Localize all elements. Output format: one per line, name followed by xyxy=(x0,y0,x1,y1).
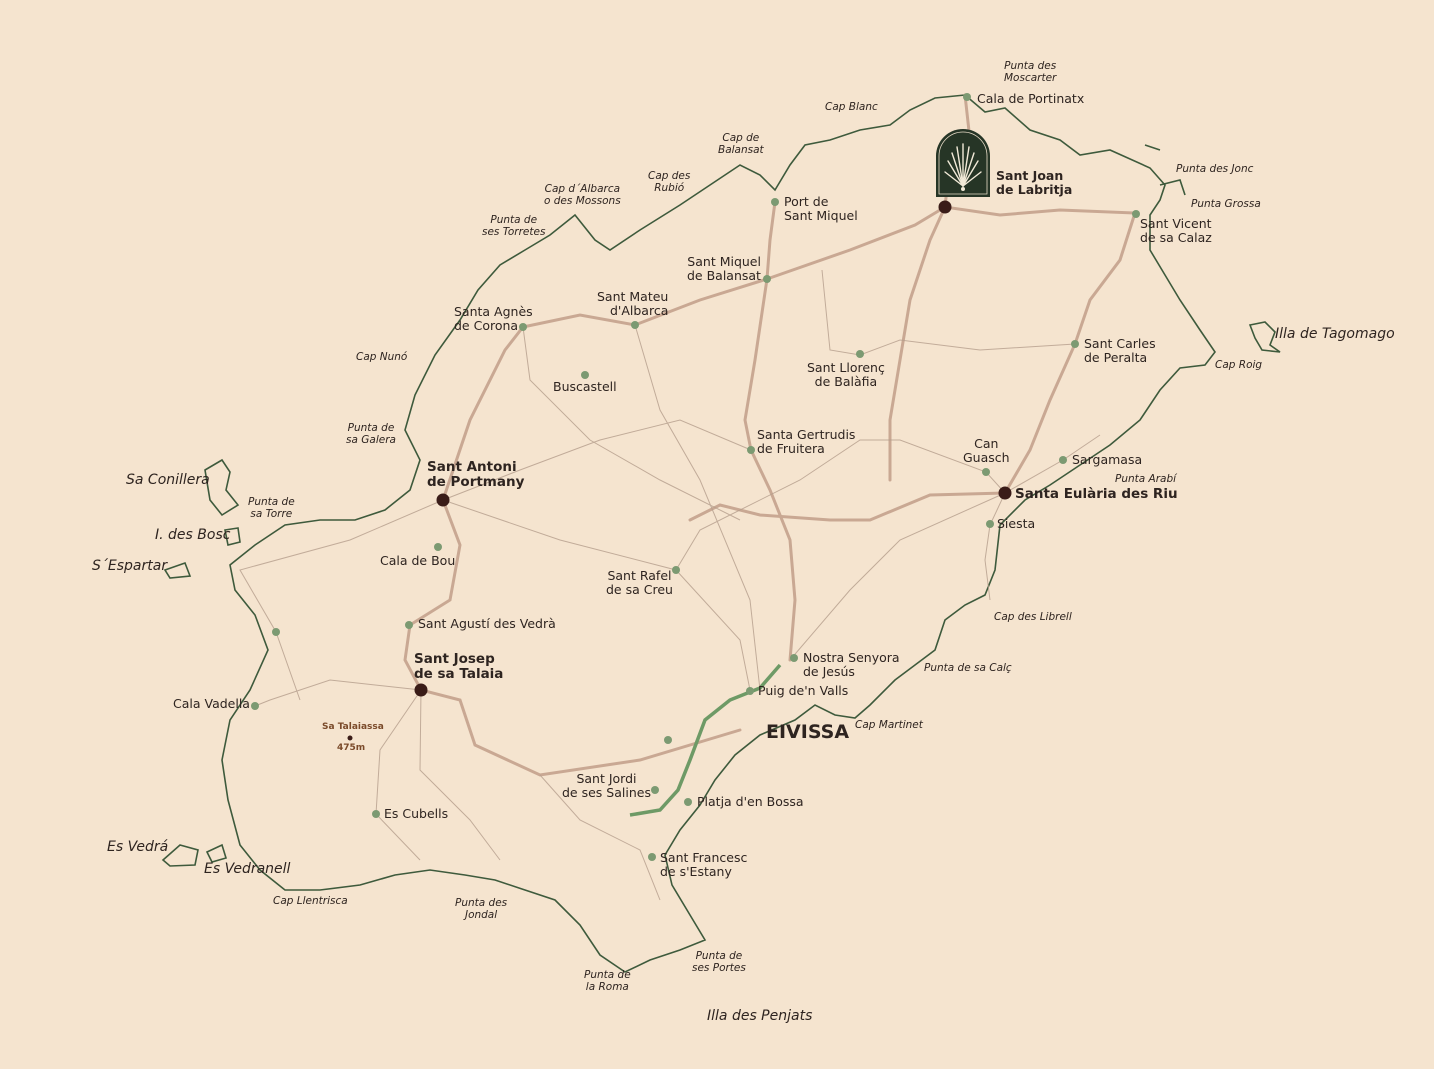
village-label: Sant Mateu d'Albarca xyxy=(597,289,669,318)
town-santa-eularia: Santa Eulària des Riu xyxy=(1015,486,1178,502)
village-label: Santa Agnès de Corona xyxy=(454,304,533,333)
cape-label: Punta de la Roma xyxy=(584,969,631,993)
cape-label: Cap Nunó xyxy=(356,351,408,363)
cape-label: Punta de sa Galera xyxy=(346,422,396,446)
location-marker-icon[interactable] xyxy=(935,128,991,198)
village-label: Santa Gertrudis de Fruitera xyxy=(757,427,856,456)
village-label: Sant Llorenç de Balàfia xyxy=(807,360,885,389)
cape-label: Punta Arabí xyxy=(1115,473,1177,485)
village-label: Siesta xyxy=(997,516,1036,531)
cape-label: Cap Llentrisca xyxy=(273,895,348,907)
village-label: Sant Carles de Peralta xyxy=(1084,336,1156,365)
cape-label: Cap des Rubió xyxy=(648,170,691,194)
cape-label: Punta de sa Calç xyxy=(924,662,1012,674)
island-label: I. des Bosc xyxy=(155,527,231,543)
town-sant-joan: Sant Joan de Labritja xyxy=(996,168,1073,197)
island-label: S´Espartar xyxy=(92,558,168,574)
cape-label: Punta de ses Portes xyxy=(692,950,746,974)
village-dots xyxy=(251,93,1140,861)
village-label: Port de Sant Miquel xyxy=(784,194,858,223)
cape-label: Cap Blanc xyxy=(825,101,878,113)
peak-name: Sa Talaiassa xyxy=(322,722,384,732)
cape-label: Punta de sa Torre xyxy=(248,496,295,520)
tagomago-island xyxy=(1248,321,1281,353)
village-label: Sant Jordi de ses Salines xyxy=(562,771,651,800)
village-label: Cala de Portinatx xyxy=(977,91,1085,106)
village-label: Can Guasch xyxy=(963,436,1010,465)
village-label: Nostra Senyora de Jesús xyxy=(803,650,900,679)
village-label: Sargamasa xyxy=(1072,452,1143,467)
town-sant-josep: Sant Josep de sa Talaia xyxy=(414,651,504,682)
northern-rocks xyxy=(1144,144,1186,196)
island-label: Es Vedrá xyxy=(107,839,169,855)
vedra-island xyxy=(161,844,199,867)
roads xyxy=(403,93,1138,777)
cape-label: Punta des Moscarter xyxy=(1004,60,1057,84)
cape-label: Cap d´Albarca o des Mossons xyxy=(544,183,621,207)
cape-label: Cap Martinet xyxy=(855,719,923,731)
village-label: Buscastell xyxy=(553,379,617,394)
green-route xyxy=(629,663,782,817)
town-dots xyxy=(347,200,1012,741)
village-label: Puig de'n Valls xyxy=(758,683,849,698)
town-sant-antoni: Sant Antoni de Portmany xyxy=(427,459,525,490)
coastline xyxy=(161,94,1281,973)
cape-label: Punta des Jondal xyxy=(455,897,508,921)
peak-height: 475m xyxy=(337,743,366,753)
island-label: Sa Conillera xyxy=(126,472,210,488)
cape-label: Punta Grossa xyxy=(1191,198,1261,210)
village-label: Sant Miquel de Balansat xyxy=(687,254,761,283)
island-label: Illa des Penjats xyxy=(707,1008,813,1024)
village-label: Sant Rafel de sa Creu xyxy=(606,568,673,597)
ibiza-coast xyxy=(221,94,1216,973)
cape-label: Cap de Balansat xyxy=(718,132,764,156)
village-label: Es Cubells xyxy=(384,806,449,821)
village-label: Sant Francesc de s'Estany xyxy=(660,850,748,879)
village-label: Cala de Bou xyxy=(380,553,456,568)
island-label: Es Vedranell xyxy=(204,861,291,877)
village-label: Sant Agustí des Vedrà xyxy=(418,616,556,631)
village-label: Sant Vicent de sa Calaz xyxy=(1140,216,1212,245)
road-ring-north xyxy=(441,205,1138,502)
cape-label: Cap des Librell xyxy=(994,611,1072,623)
road-sant-miquel-santa-gertrudis xyxy=(743,277,797,662)
city-label-eivissa: EIVISSA xyxy=(766,721,850,743)
road-west xyxy=(403,498,742,777)
cape-label: Punta des Jonc xyxy=(1176,163,1254,175)
bosc-island xyxy=(224,527,241,546)
cape-label: Punta de ses Torretes xyxy=(482,214,546,238)
village-label: Platja d'en Bossa xyxy=(697,794,804,809)
vedranell-island xyxy=(205,843,228,863)
cape-label: Cap Roig xyxy=(1215,359,1263,371)
road-sant-joan xyxy=(888,205,947,482)
conillera-island xyxy=(204,458,240,517)
espartar-island xyxy=(163,561,192,579)
village-label: Cala Vadella xyxy=(173,696,250,711)
island-label: Illa de Tagomago xyxy=(1275,326,1395,342)
road-santa-eularia xyxy=(688,491,1007,522)
